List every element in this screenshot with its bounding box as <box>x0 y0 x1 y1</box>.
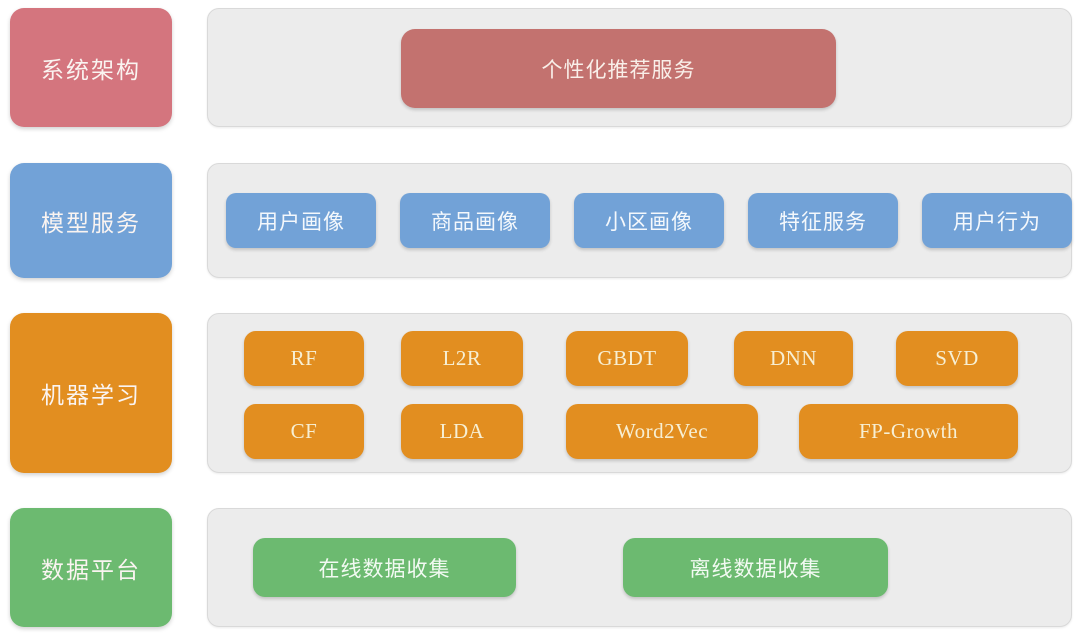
row-machine-learning: 机器学习 RF L2R GBDT DNN SVD CF LDA Word2Vec… <box>0 313 1080 473</box>
row-system-architecture: 系统架构 个性化推荐服务 <box>0 8 1080 127</box>
node-dnn: DNN <box>734 331 853 386</box>
label-machine-learning: 机器学习 <box>10 313 172 473</box>
node-user-behavior: 用户行为 <box>922 193 1072 248</box>
node-online-data-collection: 在线数据收集 <box>253 538 516 597</box>
panel-system-architecture: 个性化推荐服务 <box>207 8 1072 127</box>
node-personalized-recommendation-service: 个性化推荐服务 <box>401 29 836 108</box>
panel-data-platform: 在线数据收集 离线数据收集 <box>207 508 1072 627</box>
panel-model-service: 用户画像 商品画像 小区画像 特征服务 用户行为 <box>207 163 1072 278</box>
row-model-service: 模型服务 用户画像 商品画像 小区画像 特征服务 用户行为 <box>0 163 1080 278</box>
node-gbdt: GBDT <box>566 331 688 386</box>
panel-machine-learning: RF L2R GBDT DNN SVD CF LDA Word2Vec FP-G… <box>207 313 1072 473</box>
node-lda: LDA <box>401 404 523 459</box>
node-offline-data-collection: 离线数据收集 <box>623 538 888 597</box>
label-system-architecture: 系统架构 <box>10 8 172 127</box>
node-product-profile: 商品画像 <box>400 193 550 248</box>
node-l2r: L2R <box>401 331 523 386</box>
node-user-profile: 用户画像 <box>226 193 376 248</box>
node-rf: RF <box>244 331 364 386</box>
node-cf: CF <box>244 404 364 459</box>
node-feature-service: 特征服务 <box>748 193 898 248</box>
label-model-service: 模型服务 <box>10 163 172 278</box>
node-word2vec: Word2Vec <box>566 404 758 459</box>
row-data-platform: 数据平台 在线数据收集 离线数据收集 <box>0 508 1080 627</box>
node-fp-growth: FP-Growth <box>799 404 1018 459</box>
node-svd: SVD <box>896 331 1018 386</box>
label-data-platform: 数据平台 <box>10 508 172 627</box>
node-community-profile: 小区画像 <box>574 193 724 248</box>
